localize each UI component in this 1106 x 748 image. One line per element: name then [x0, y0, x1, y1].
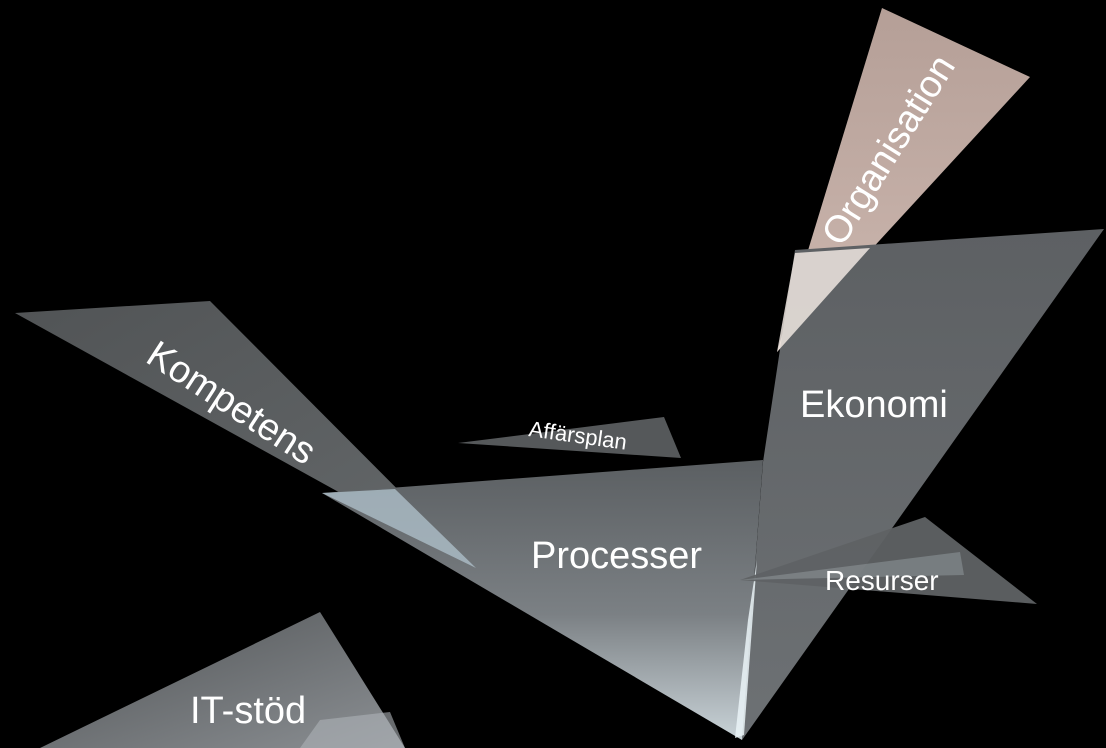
overlap-organisation-ekonomi: [777, 248, 870, 352]
shard-affarsplan: [458, 417, 681, 458]
label-processer: Processer: [531, 535, 702, 577]
shard-ekonomi: [742, 229, 1104, 740]
label-ekonomi: Ekonomi: [800, 384, 948, 426]
it-stod-highlight: [300, 712, 405, 748]
resurser-highlight: [740, 552, 964, 580]
processer-light-edge: [735, 560, 757, 738]
overlap-kompetens-processer: [322, 489, 476, 568]
shard-resurser: [740, 517, 1037, 604]
label-resurser: Resurser: [825, 565, 939, 596]
shard-it-stod: [40, 612, 405, 748]
label-it-stod: IT-stöd: [190, 690, 306, 732]
